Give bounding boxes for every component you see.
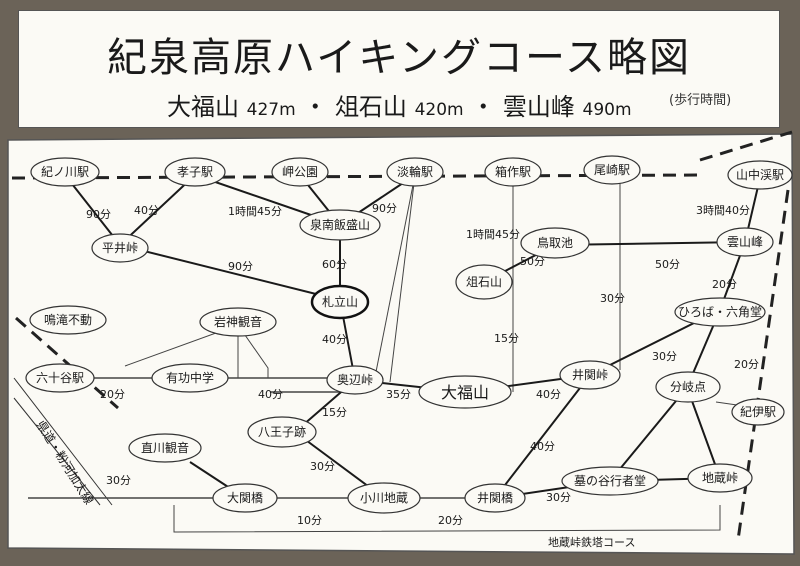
peak-name: 俎石山 <box>334 93 407 121</box>
peak-elevation: 490m <box>582 100 632 120</box>
time-label: 15分 <box>494 332 519 345</box>
place-label: 岬公園 <box>282 165 318 179</box>
time-label: 90分 <box>86 208 111 221</box>
title-panel: 紀泉高原ハイキングコース略図 大福山 427m ・ 俎石山 420m ・ 雲山峰… <box>18 10 780 128</box>
railway-line <box>699 130 793 162</box>
place-label: 箱作駅 <box>495 164 531 179</box>
railway-line <box>15 316 119 410</box>
time-label: 3時間40分 <box>696 204 750 217</box>
place-label: 井関橋 <box>477 491 513 505</box>
time-label: 30分 <box>546 491 571 504</box>
place-label: 分岐点 <box>670 380 706 394</box>
time-label: 40分 <box>134 204 159 217</box>
time-label: 90分 <box>372 202 397 215</box>
place-labels: 紀ノ川駅 孝子駅 岬公園 淡輪駅 箱作駅 尾崎駅 山中渓駅 平井峠 泉南飯盛山 … <box>36 163 784 505</box>
place-label: 八王子跡 <box>258 424 306 439</box>
place-label: 孝子駅 <box>177 165 213 179</box>
steel-tower-course-label: 地蔵峠鉄塔コース <box>548 535 635 549</box>
place-label: 墓の谷行者堂 <box>574 474 646 488</box>
railway-line <box>11 173 701 180</box>
time-label: 40分 <box>258 388 283 401</box>
place-label: 大関橋 <box>227 491 263 505</box>
place-label: 紀ノ川駅 <box>41 165 89 179</box>
time-label: 40分 <box>530 440 555 453</box>
place-ovals <box>25 155 793 514</box>
peak-name: 大福山 <box>167 93 239 121</box>
peak-separator: ・ <box>471 93 496 121</box>
place-label: ひろば・六角堂 <box>678 305 762 319</box>
place-label: 小川地蔵 <box>360 491 408 505</box>
map-title: 紀泉高原ハイキングコース略図 <box>107 35 691 81</box>
peak-elevation: 420m <box>414 100 464 120</box>
place-label: 鳴滝不動 <box>44 313 92 327</box>
time-label: 1時間45分 <box>466 228 520 241</box>
peak-separator: ・ <box>303 93 328 121</box>
map-panel <box>7 133 795 555</box>
place-label: 直川観音 <box>141 440 189 455</box>
time-label: 50分 <box>655 258 680 271</box>
place-label: 泉南飯盛山 <box>310 217 370 232</box>
place-label: 岩神観音 <box>214 314 262 329</box>
place-label: 井関峠 <box>572 367 608 382</box>
time-label: 30分 <box>106 474 131 487</box>
place-label: 淡輪駅 <box>397 164 433 179</box>
time-label: 20分 <box>100 388 125 401</box>
place-label: 六十谷駅 <box>36 371 84 385</box>
place-label: 俎石山 <box>466 275 502 289</box>
time-labels: 90分 40分 1時間45分 90分 90分 60分 1時間45分 50分 50… <box>86 202 759 527</box>
time-label: 30分 <box>310 460 335 473</box>
prefectural-road <box>13 377 113 506</box>
place-label: 山中渓駅 <box>736 167 784 182</box>
place-label: 雲山峰 <box>727 235 763 249</box>
peak-name: 雲山峰 <box>502 93 575 121</box>
time-label: 20分 <box>734 358 759 371</box>
peak-list: 大福山 427m ・ 俎石山 420m ・ 雲山峰 490m <box>167 87 632 122</box>
place-label: 地蔵峠 <box>702 470 738 485</box>
place-label: 平井峠 <box>102 240 138 255</box>
time-label: 30分 <box>600 292 625 305</box>
time-label: 35分 <box>386 388 411 401</box>
place-label: 札立山 <box>322 294 358 309</box>
time-label: 90分 <box>228 260 253 273</box>
place-label: 紀伊駅 <box>740 405 776 419</box>
place-label: 奥辺峠 <box>337 372 373 387</box>
walking-time-note: (歩行時間) <box>669 93 732 108</box>
time-label: 20分 <box>712 278 737 291</box>
time-label: 50分 <box>520 255 545 268</box>
time-label: 30分 <box>652 350 677 363</box>
time-label: 1時間45分 <box>228 205 282 218</box>
place-label: 大福山 <box>441 383 489 402</box>
time-label: 20分 <box>438 514 463 527</box>
time-label: 60分 <box>322 258 347 271</box>
place-label: 尾崎駅 <box>594 163 630 177</box>
place-label: 有功中学 <box>166 370 214 385</box>
time-label: 40分 <box>322 333 347 346</box>
time-label: 10分 <box>297 514 322 527</box>
peak-elevation: 427m <box>246 100 296 120</box>
time-label: 40分 <box>536 388 561 401</box>
time-label: 15分 <box>322 406 347 419</box>
place-label: 鳥取池 <box>537 235 573 250</box>
